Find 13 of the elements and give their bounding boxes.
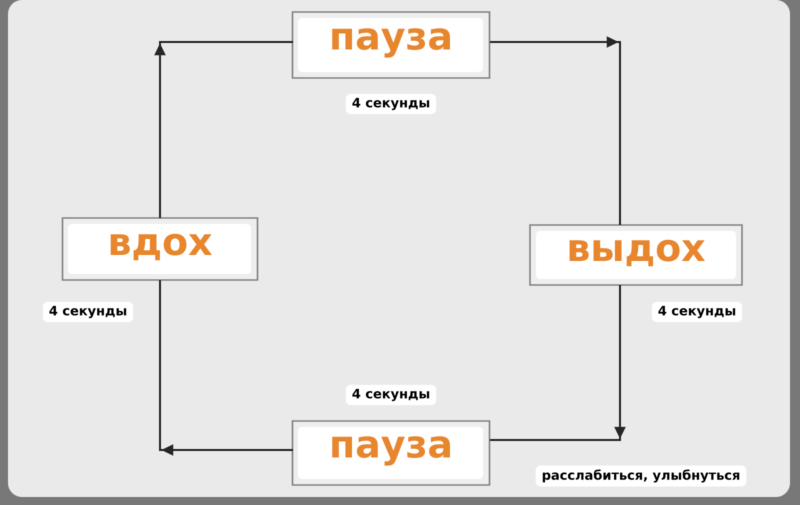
duration-label: 4 секунды xyxy=(42,302,134,322)
arrow xyxy=(490,285,626,441)
arrow xyxy=(154,41,293,218)
duration-label: 4 секунды xyxy=(346,94,436,114)
arrow xyxy=(490,36,621,225)
arrow xyxy=(159,280,293,456)
step-box: вдох xyxy=(62,217,258,281)
step-box: пауза xyxy=(292,420,490,486)
step-box: пауза xyxy=(292,11,490,79)
step-box: выдох xyxy=(529,224,743,286)
duration-label: 4 секунды xyxy=(346,384,436,406)
note-label: расслабиться, улыбнуться xyxy=(536,465,746,487)
duration-label: 4 секунды xyxy=(652,302,742,322)
